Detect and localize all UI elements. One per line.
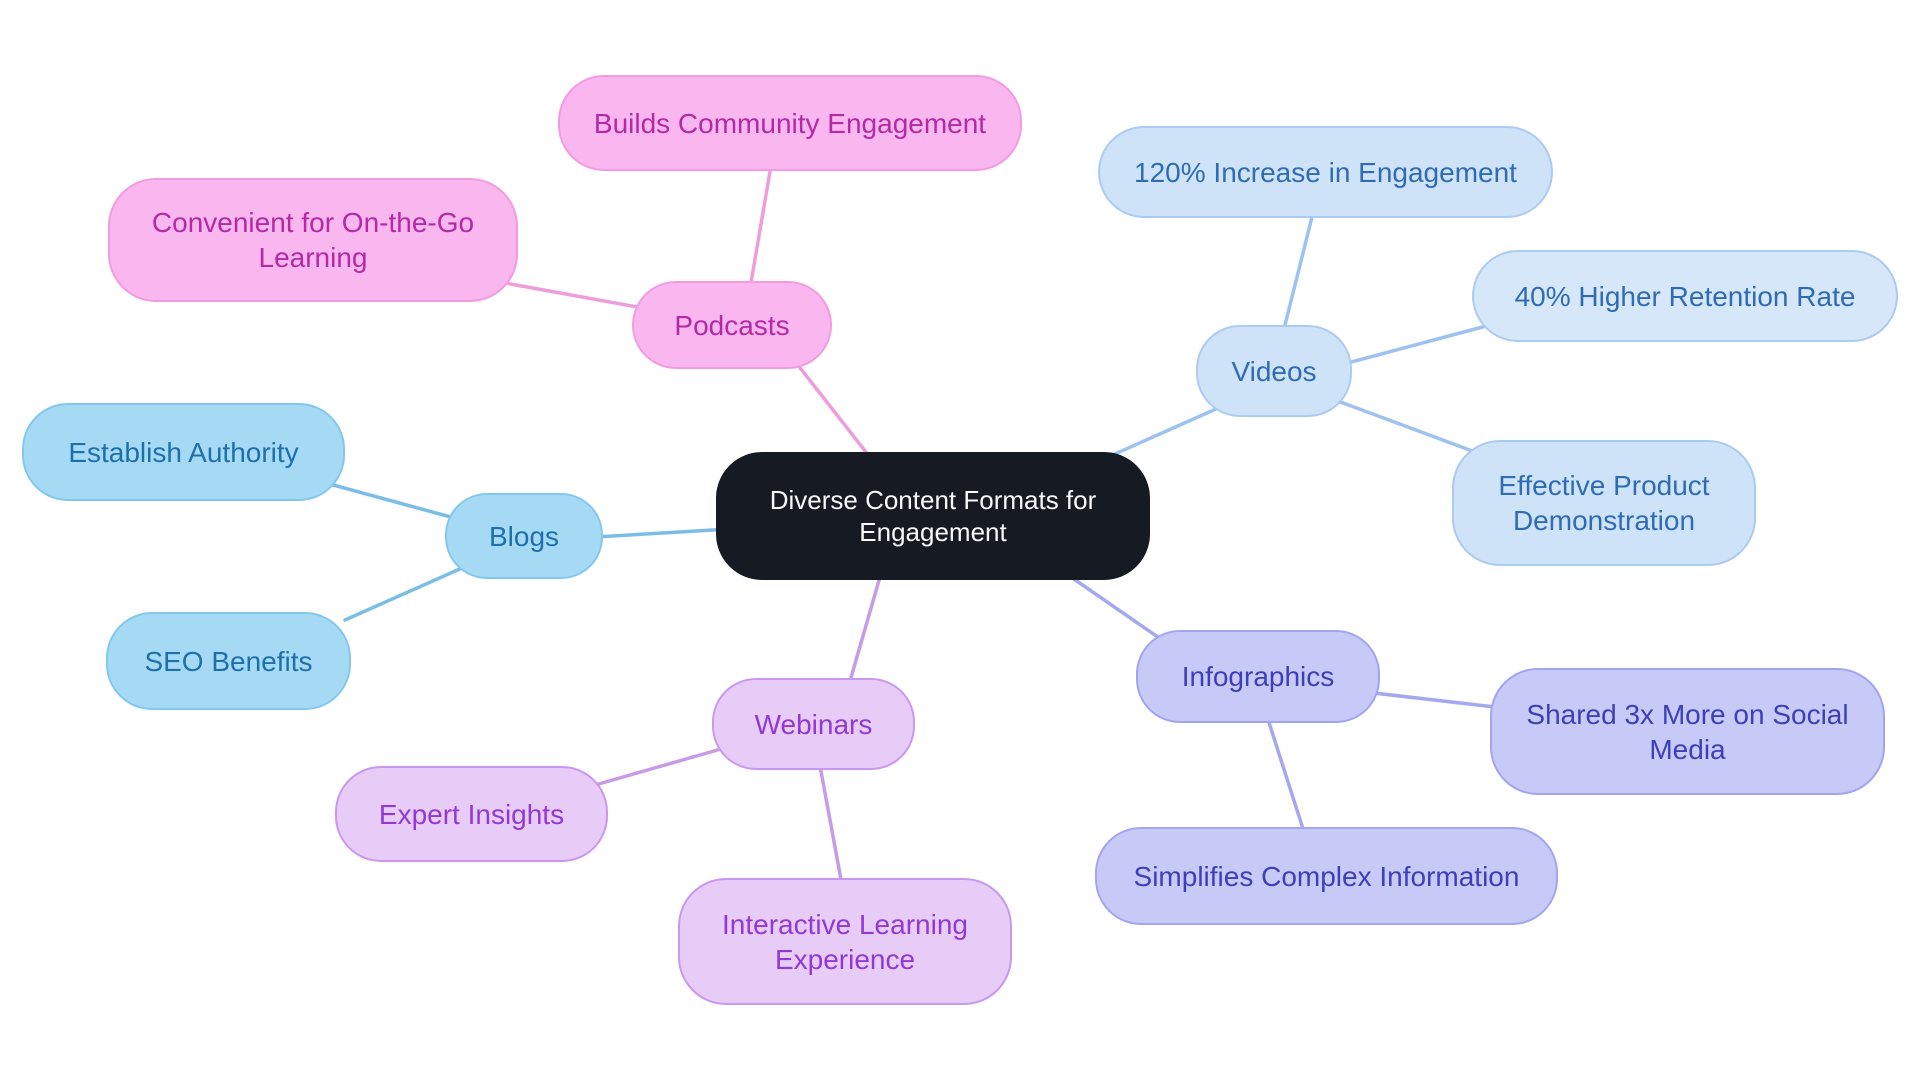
mindmap-node-seo-benefits[interactable]: SEO Benefits — [106, 612, 351, 710]
mindmap-node-convenient-learning[interactable]: Convenient for On-the-Go Learning — [108, 178, 518, 302]
edge-interactive-learning-to-webinars — [816, 753, 844, 887]
node-label: Simplifies Complex Information — [1133, 860, 1520, 892]
mindmap-node-webinars[interactable]: Webinars — [712, 678, 915, 770]
mindmap-node-interactive-learning[interactable]: Interactive Learning Experience — [678, 878, 1012, 1005]
mindmap-node-expert-insights[interactable]: Expert Insights — [335, 766, 608, 862]
edge-expert-insights-to-webinars — [593, 743, 737, 787]
edge-blogs-to-central — [593, 527, 732, 539]
edge-simplifies-info-to-infographics — [1263, 708, 1307, 837]
node-label: Diverse Content Formats for Engagement — [769, 484, 1097, 548]
node-label: 120% Increase in Engagement — [1134, 156, 1517, 188]
mindmap-node-shared-social[interactable]: Shared 3x More on Social Media — [1490, 668, 1885, 795]
edge-retention-rate-to-videos — [1338, 323, 1492, 367]
mindmap-node-videos[interactable]: Videos — [1196, 325, 1352, 417]
node-label: Blogs — [488, 520, 560, 552]
mindmap-node-infographics[interactable]: Infographics — [1136, 630, 1380, 723]
node-label: Effective Product Demonstration — [1498, 470, 1710, 536]
node-label: Podcasts — [674, 309, 790, 341]
node-label: 40% Higher Retention Rate — [1514, 280, 1856, 312]
mindmap-node-central[interactable]: Diverse Content Formats for Engagement — [716, 452, 1150, 580]
node-label: Infographics — [1181, 661, 1335, 692]
node-label: Establish Authority — [68, 436, 299, 468]
edge-increase-engagement-to-videos — [1278, 203, 1317, 347]
node-label: Builds Community Engagement — [593, 107, 987, 139]
node-label: Webinars — [754, 708, 873, 740]
node-label: SEO Benefits — [144, 645, 313, 677]
mindmap-node-blogs[interactable]: Blogs — [445, 493, 603, 579]
edge-webinars-to-central — [844, 568, 884, 697]
edge-shared-social-to-infographics — [1363, 690, 1497, 709]
mindmap-node-builds-community[interactable]: Builds Community Engagement — [558, 75, 1022, 171]
node-label: Expert Insights — [378, 798, 565, 830]
node-label: Convenient for On-the-Go Learning — [151, 207, 475, 273]
edge-builds-community-to-podcasts — [746, 158, 774, 302]
edge-podcasts-to-central — [788, 353, 882, 472]
mindmap-node-podcasts[interactable]: Podcasts — [632, 281, 832, 369]
edge-infographics-to-central — [1056, 566, 1167, 644]
node-label: Videos — [1231, 355, 1317, 387]
mindmap-node-increase-engagement[interactable]: 120% Increase in Engagement — [1098, 126, 1553, 218]
mindmap-node-establish-authority[interactable]: Establish Authority — [22, 403, 345, 501]
mindmap-node-simplifies-info[interactable]: Simplifies Complex Information — [1095, 827, 1558, 925]
node-label: Shared 3x More on Social Media — [1526, 698, 1849, 765]
edge-seo-benefits-to-blogs — [343, 558, 482, 622]
node-label: Interactive Learning Experience — [722, 908, 968, 975]
mindmap-node-effective-product[interactable]: Effective Product Demonstration — [1452, 440, 1756, 566]
edge-effective-product-to-videos — [1333, 398, 1477, 454]
mindmap-node-retention-rate[interactable]: 40% Higher Retention Rate — [1472, 250, 1898, 342]
